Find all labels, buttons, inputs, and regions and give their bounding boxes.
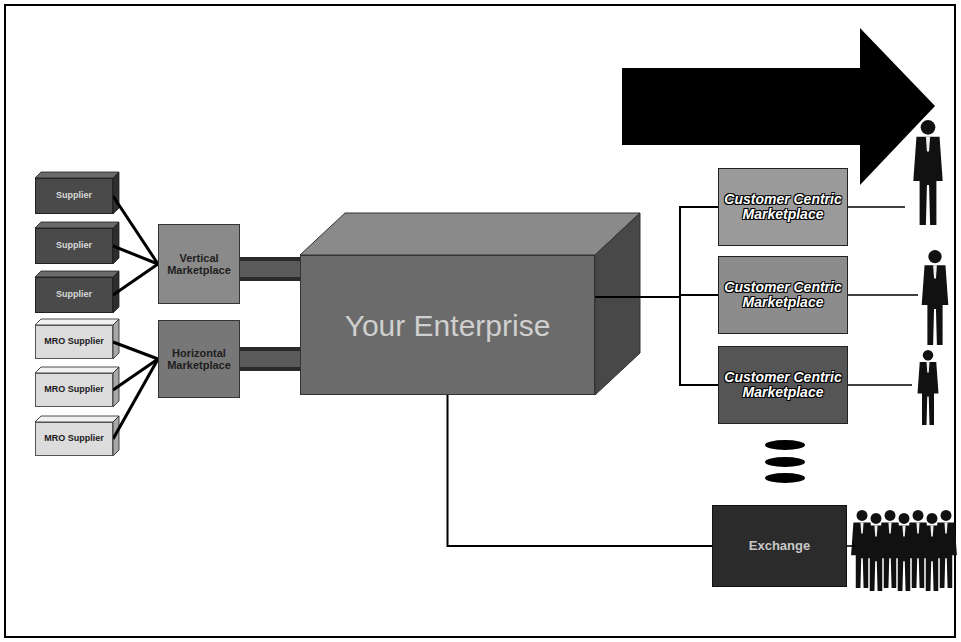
person-figure [913, 120, 942, 225]
connector-line [113, 359, 158, 439]
enterprise-side-face [595, 213, 640, 395]
pipe-body [240, 347, 300, 371]
supplier-box: Supplier [35, 178, 113, 214]
marketplace-box: Customer Centric Marketplace [718, 346, 848, 424]
node-label: MRO Supplier [44, 337, 104, 347]
frame [5, 5, 955, 637]
person-figure [935, 510, 957, 588]
ellipsis-mark [765, 473, 805, 483]
leader-line [848, 206, 905, 208]
node-label: Vertical Marketplace [162, 252, 236, 276]
supplier-box: MRO Supplier [35, 373, 113, 407]
supplier-box: MRO Supplier [35, 325, 113, 359]
connector-line [113, 246, 158, 264]
supplier-box: Supplier [35, 228, 113, 264]
marketplace-box: Customer Centric Marketplace [718, 168, 848, 246]
connector-line [595, 207, 718, 297]
box-side-face [113, 319, 119, 359]
ellipsis-mark [765, 457, 805, 467]
marketplace-box: Vertical Marketplace [158, 224, 240, 304]
supplier-box: Supplier [35, 277, 113, 313]
marketplace-box: Customer Centric Marketplace [718, 256, 848, 334]
node-label: Customer Centric Marketplace [723, 280, 843, 311]
node-label: Your Enterprise [345, 309, 551, 342]
person-figure [922, 250, 949, 345]
pipe-connector [240, 261, 300, 277]
connector-line [595, 297, 718, 385]
node-label: Supplier [56, 191, 92, 201]
connector-line [113, 359, 158, 390]
flow-arrow [622, 28, 935, 185]
leader-line [847, 545, 855, 547]
marketplace-box: Horizontal Marketplace [158, 320, 240, 398]
connector-line [448, 395, 713, 546]
node-label: Customer Centric Marketplace [723, 370, 843, 401]
node-label: MRO Supplier [44, 385, 104, 395]
connector-line [113, 342, 158, 359]
exchange-box: Exchange [712, 505, 847, 587]
ellipsis-mark [765, 440, 805, 450]
node-label: Horizontal Marketplace [162, 347, 236, 371]
leader-line [848, 294, 918, 296]
connector-line [113, 196, 158, 264]
leader-line [848, 384, 912, 386]
person-figure [918, 350, 939, 425]
box-side-face [113, 172, 119, 214]
supplier-box: MRO Supplier [35, 422, 113, 456]
node-label: MRO Supplier [44, 434, 104, 444]
enterprise-top-face [300, 213, 640, 255]
node-label: Supplier [56, 290, 92, 300]
node-label: Customer Centric Marketplace [723, 192, 843, 223]
node-label: Supplier [56, 241, 92, 251]
enterprise-box: Your Enterprise [300, 255, 595, 395]
node-label: Exchange [749, 539, 810, 553]
connector-line [113, 264, 158, 295]
pipe-connector [240, 351, 300, 367]
pipe-body [240, 257, 300, 281]
box-side-face [113, 222, 119, 264]
